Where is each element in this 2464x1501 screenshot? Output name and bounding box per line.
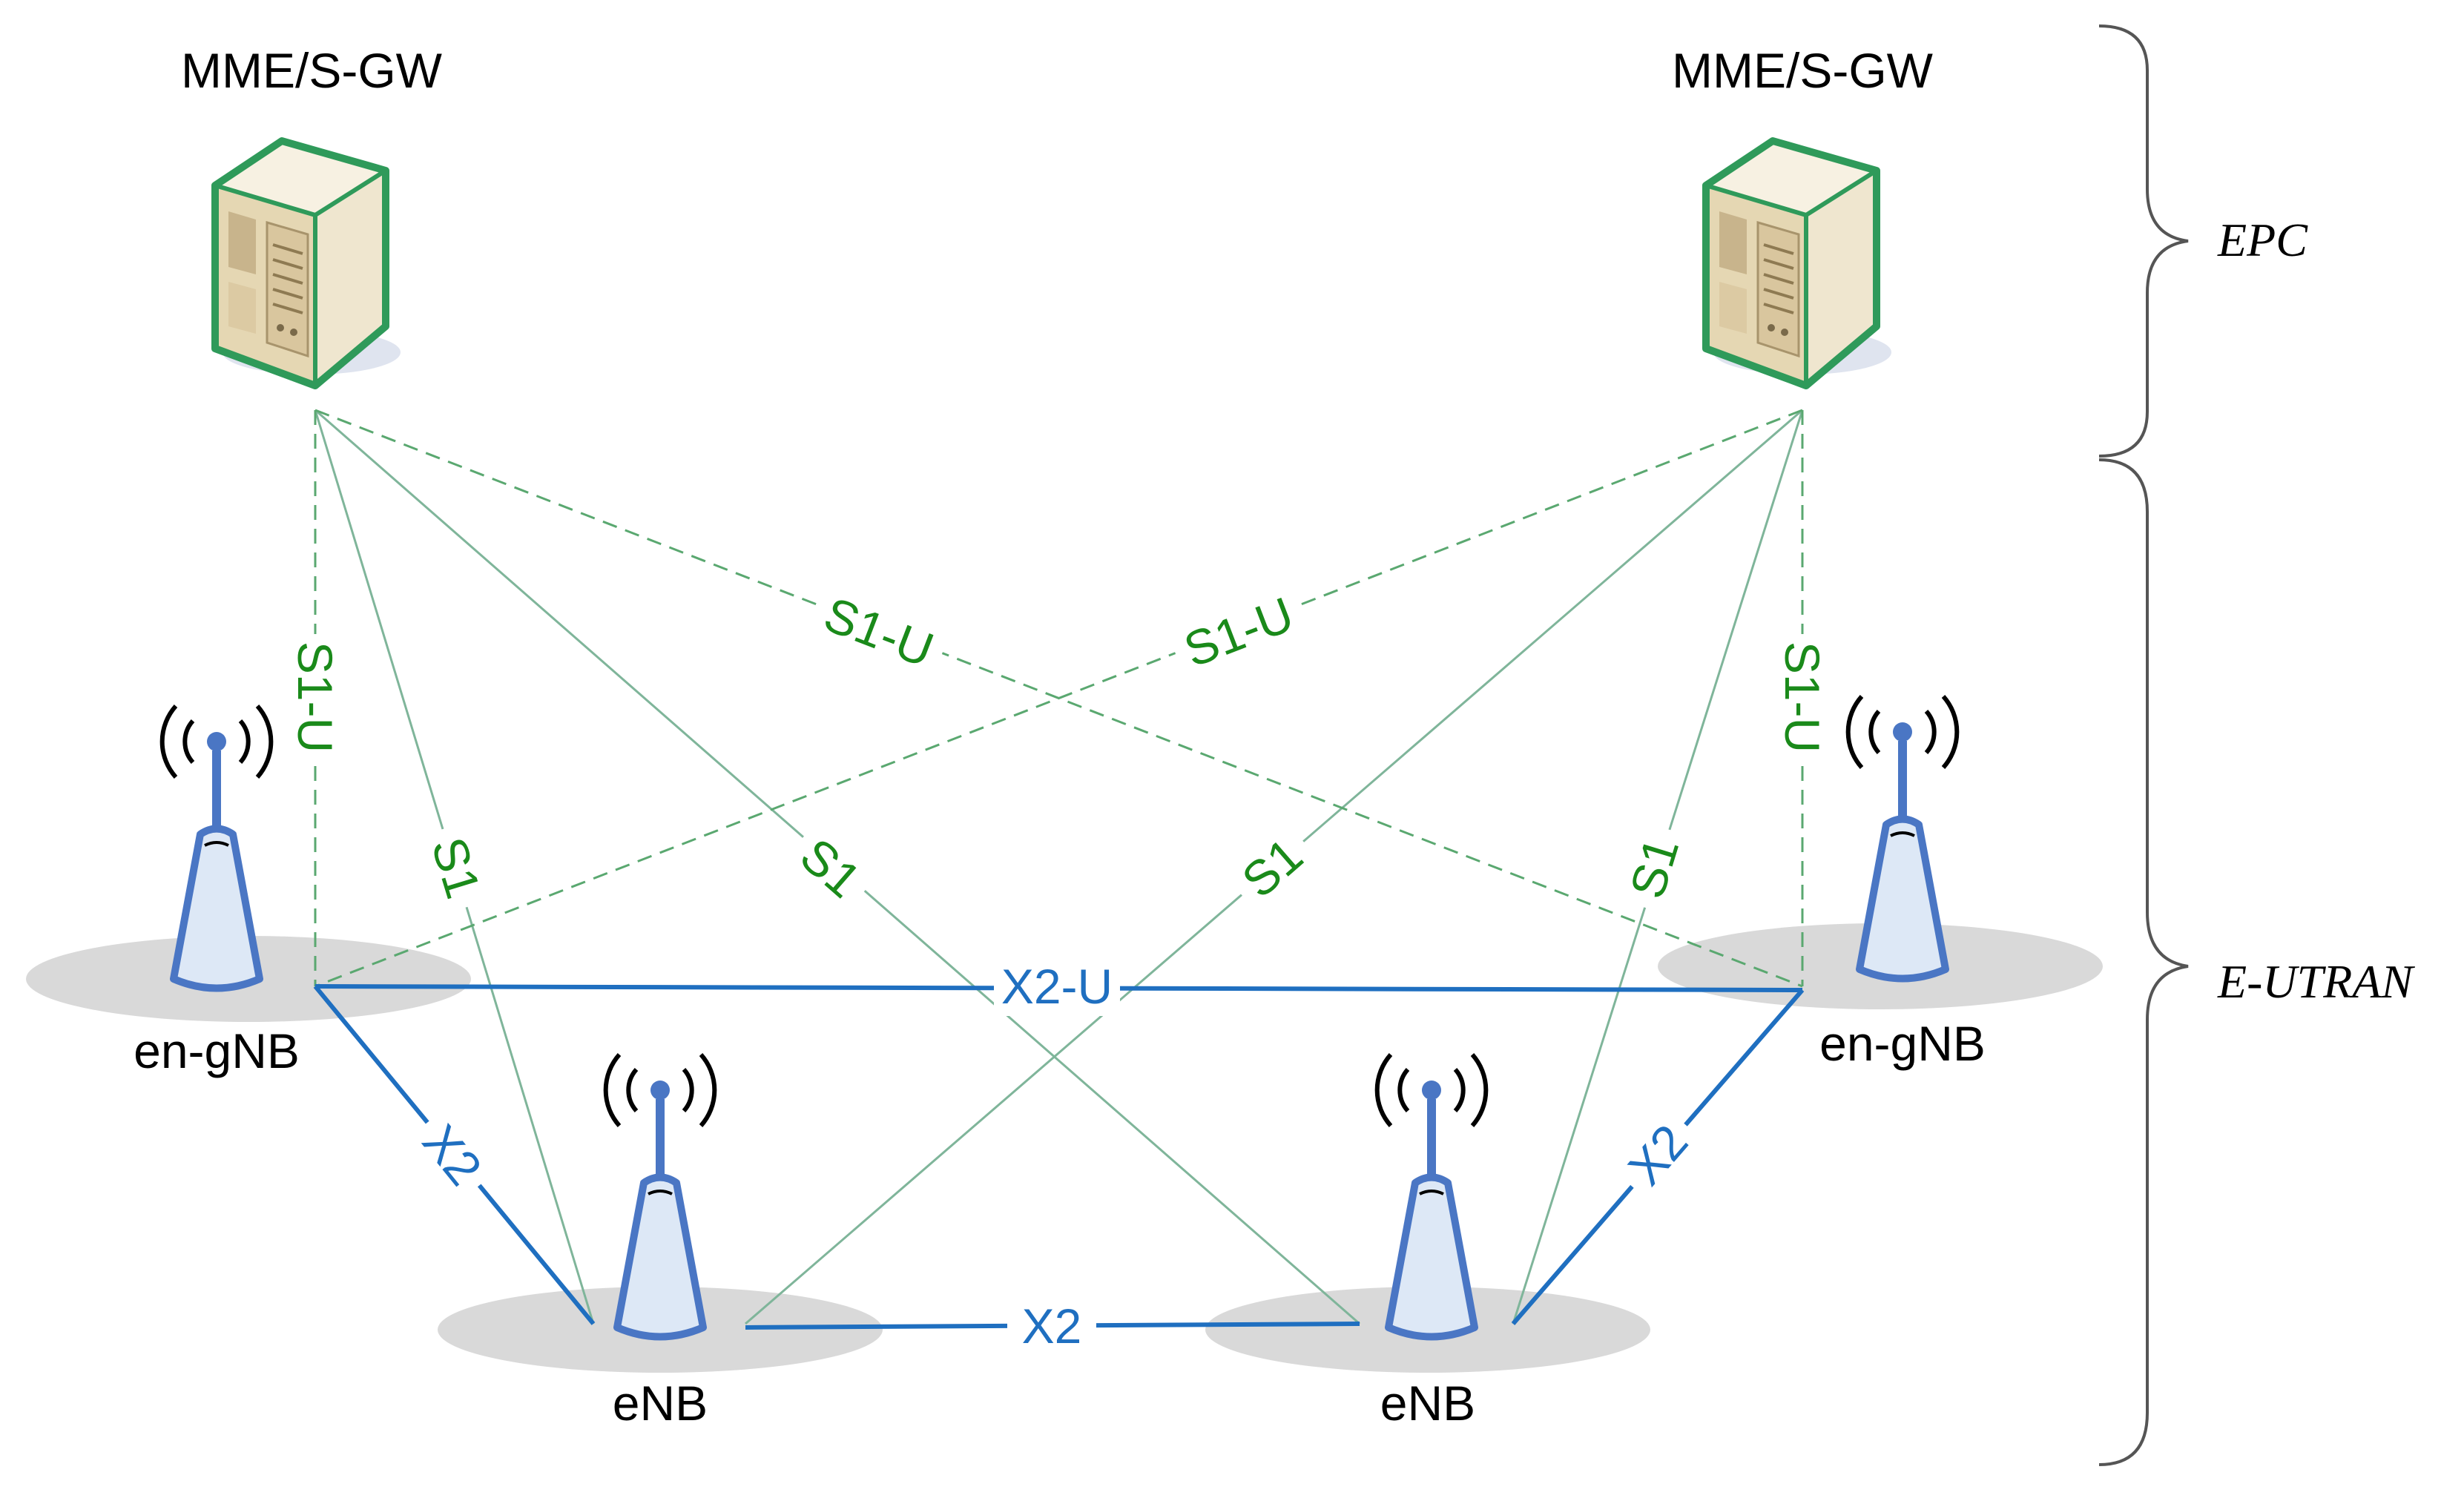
mme-left-server-icon — [215, 141, 401, 386]
epc-label: EPC — [2217, 214, 2308, 266]
engnb-left-label: en-gNB — [134, 1023, 300, 1078]
mme-right-label: MME/S-GW — [1672, 43, 1934, 98]
eutran-brace — [2098, 458, 2189, 1466]
s1u-line-right-mme-to-engnb-left — [314, 409, 1803, 988]
s1-links — [314, 409, 1804, 1325]
enb-left-antenna-icon — [606, 1055, 715, 1337]
enb-left-label: eNB — [613, 1376, 708, 1431]
s1u-label-right-diagonal: S1-U — [1177, 587, 1301, 678]
x2-label-bottom: X2 — [1022, 1299, 1082, 1353]
link-labels: S1-U S1-U S1-U S1-U S1 S1 S1 — [286, 580, 1832, 1356]
s1u-links — [314, 409, 1804, 988]
mme-right-server-icon — [1706, 141, 1891, 386]
epc-brace — [2098, 24, 2189, 458]
engnb-right-label: en-gNB — [1819, 1016, 1986, 1071]
eutran-label: E-UTRAN — [2217, 955, 2415, 1008]
s1u-label-right-vertical: S1-U — [1775, 641, 1830, 753]
s1u-label-left-diagonal: S1-U — [817, 587, 941, 678]
enb-right-label: eNB — [1380, 1376, 1475, 1431]
s1u-label-left-vertical: S1-U — [288, 641, 343, 753]
engnb-left-antenna-icon — [162, 706, 271, 989]
engnb-right-antenna-icon — [1848, 696, 1957, 979]
enb-right-antenna-icon — [1377, 1055, 1486, 1337]
x2-links — [313, 984, 1805, 1330]
x2u-label-top: X2-U — [1001, 959, 1113, 1014]
mme-left-label: MME/S-GW — [181, 43, 443, 98]
